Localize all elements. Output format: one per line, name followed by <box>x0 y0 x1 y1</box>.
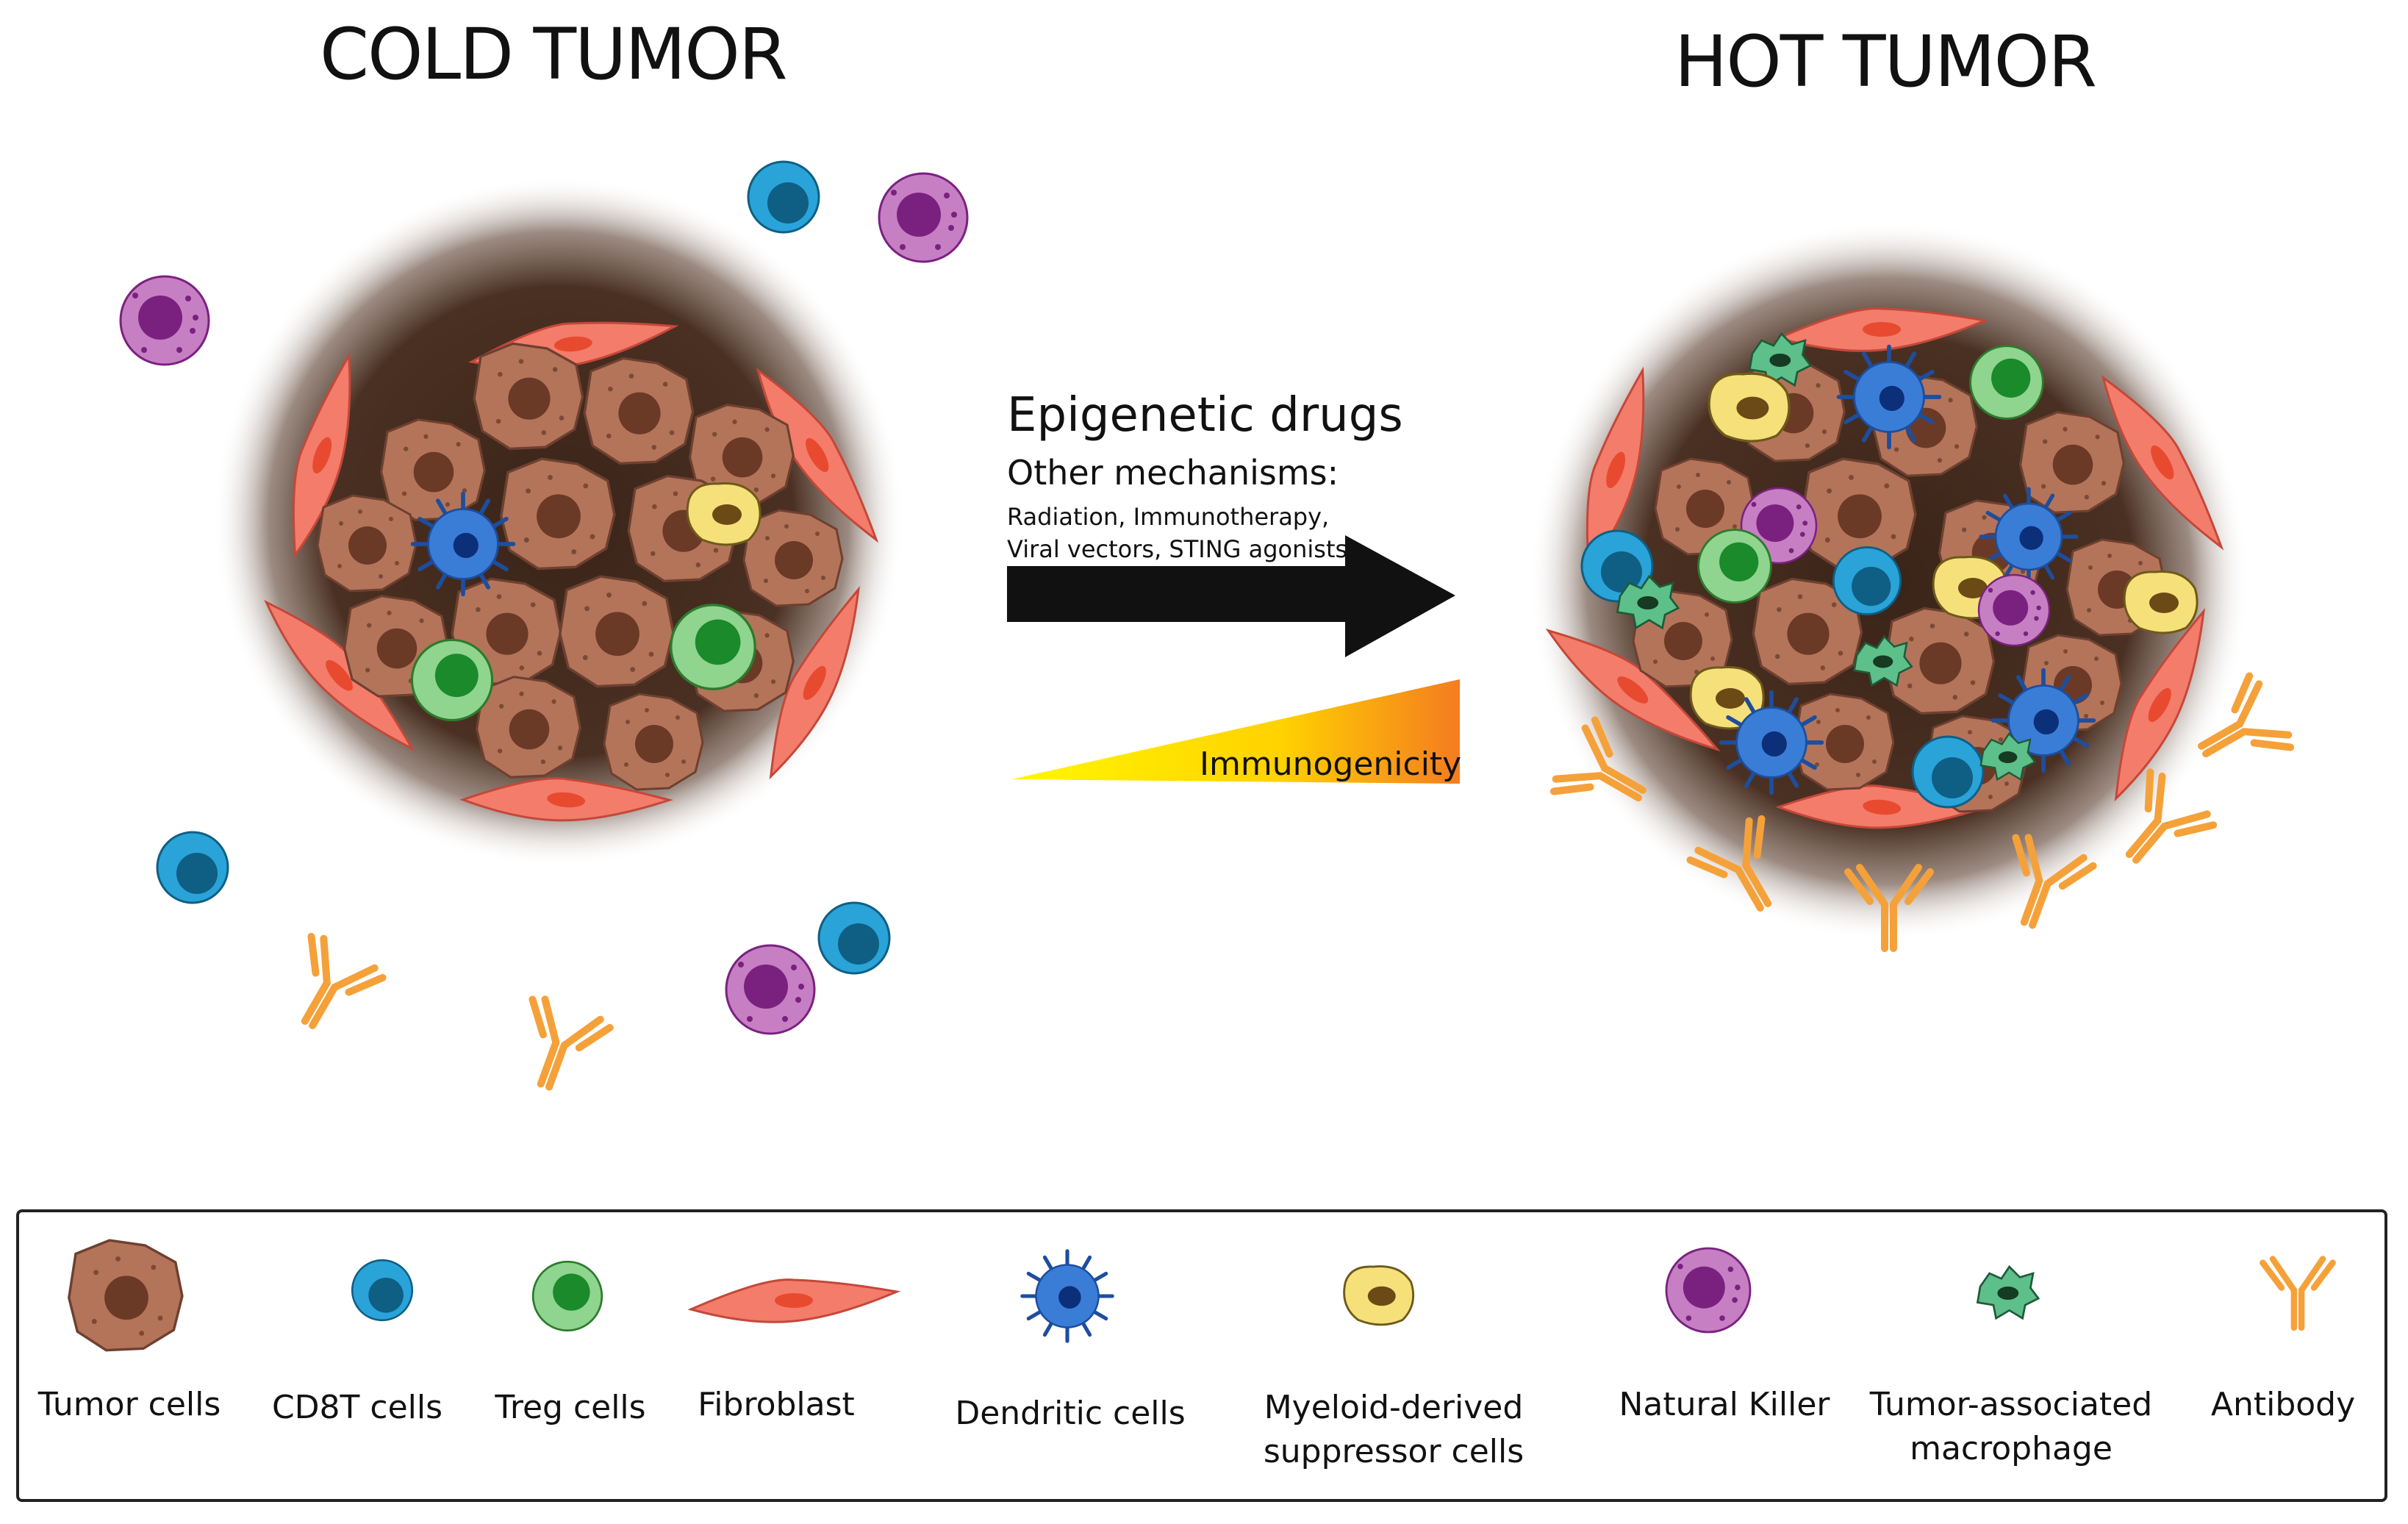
nk-cell <box>878 172 969 263</box>
nk-cell <box>1977 573 2051 647</box>
mdsc-cell <box>1708 372 1791 443</box>
legend-label-antibody: Antibody <box>2210 1386 2356 1423</box>
legend-label-dendritic: Dendritic cells <box>955 1395 1186 1432</box>
antibody <box>273 933 385 1044</box>
tumor-cell <box>2019 411 2125 514</box>
epigenetic-drugs-label: Epigenetic drugs <box>1007 388 1403 443</box>
immunogenicity-label: Immunogenicity <box>1200 745 1462 783</box>
legend-label-tumor: Tumor cells <box>37 1386 221 1423</box>
hot-tumor <box>1529 221 2249 941</box>
cold-tumor-title: COLD TUMOR <box>320 13 788 96</box>
treg-cell <box>1697 529 1772 604</box>
cd8t-cell <box>1911 735 1985 809</box>
cold-tumor <box>213 176 904 867</box>
tumor-cell <box>476 676 581 779</box>
tumor-cell <box>559 575 675 688</box>
tumor-cell <box>473 342 584 451</box>
hot-tumor-title: HOT TUMOR <box>1674 21 2097 103</box>
treg-cell <box>1969 345 2044 420</box>
tumor-cell <box>380 418 486 521</box>
legend-label-cd8t: CD8T cells <box>271 1389 443 1426</box>
legend-box: Tumor cells CD8T cells Treg cells Fibrob… <box>16 1209 2387 1502</box>
legend-label-fibroblast: Fibroblast <box>698 1386 855 1423</box>
cd8t-cell <box>817 901 891 975</box>
mechanisms-line-1: Radiation, Immunotherapy, <box>1007 503 1330 531</box>
immunogenicity-gradient <box>1011 679 1460 784</box>
treg-cell <box>410 638 494 722</box>
nk-cell <box>725 944 816 1035</box>
cd8t-cell <box>1832 545 1902 616</box>
transition-arrow <box>1007 535 1455 657</box>
legend-label-nk: Natural Killer <box>1619 1386 1830 1423</box>
treg-cell <box>670 604 756 690</box>
cd8t-cell <box>747 160 820 234</box>
other-mechanisms-label: Other mechanisms: <box>1007 453 1339 493</box>
antibody <box>506 995 612 1100</box>
mdsc-cell <box>686 482 762 546</box>
tumor-cell <box>603 693 704 791</box>
legend-label-treg: Treg cells <box>495 1389 646 1426</box>
tumor-cell <box>316 494 418 593</box>
cd8t-cell <box>156 831 229 904</box>
mechanisms-line-2: Viral vectors, STING agonists <box>1007 535 1348 563</box>
tumor-cell <box>583 357 695 465</box>
tumor-cell <box>500 457 616 570</box>
nk-cell <box>119 275 210 366</box>
mdsc-cell <box>2123 570 2199 634</box>
